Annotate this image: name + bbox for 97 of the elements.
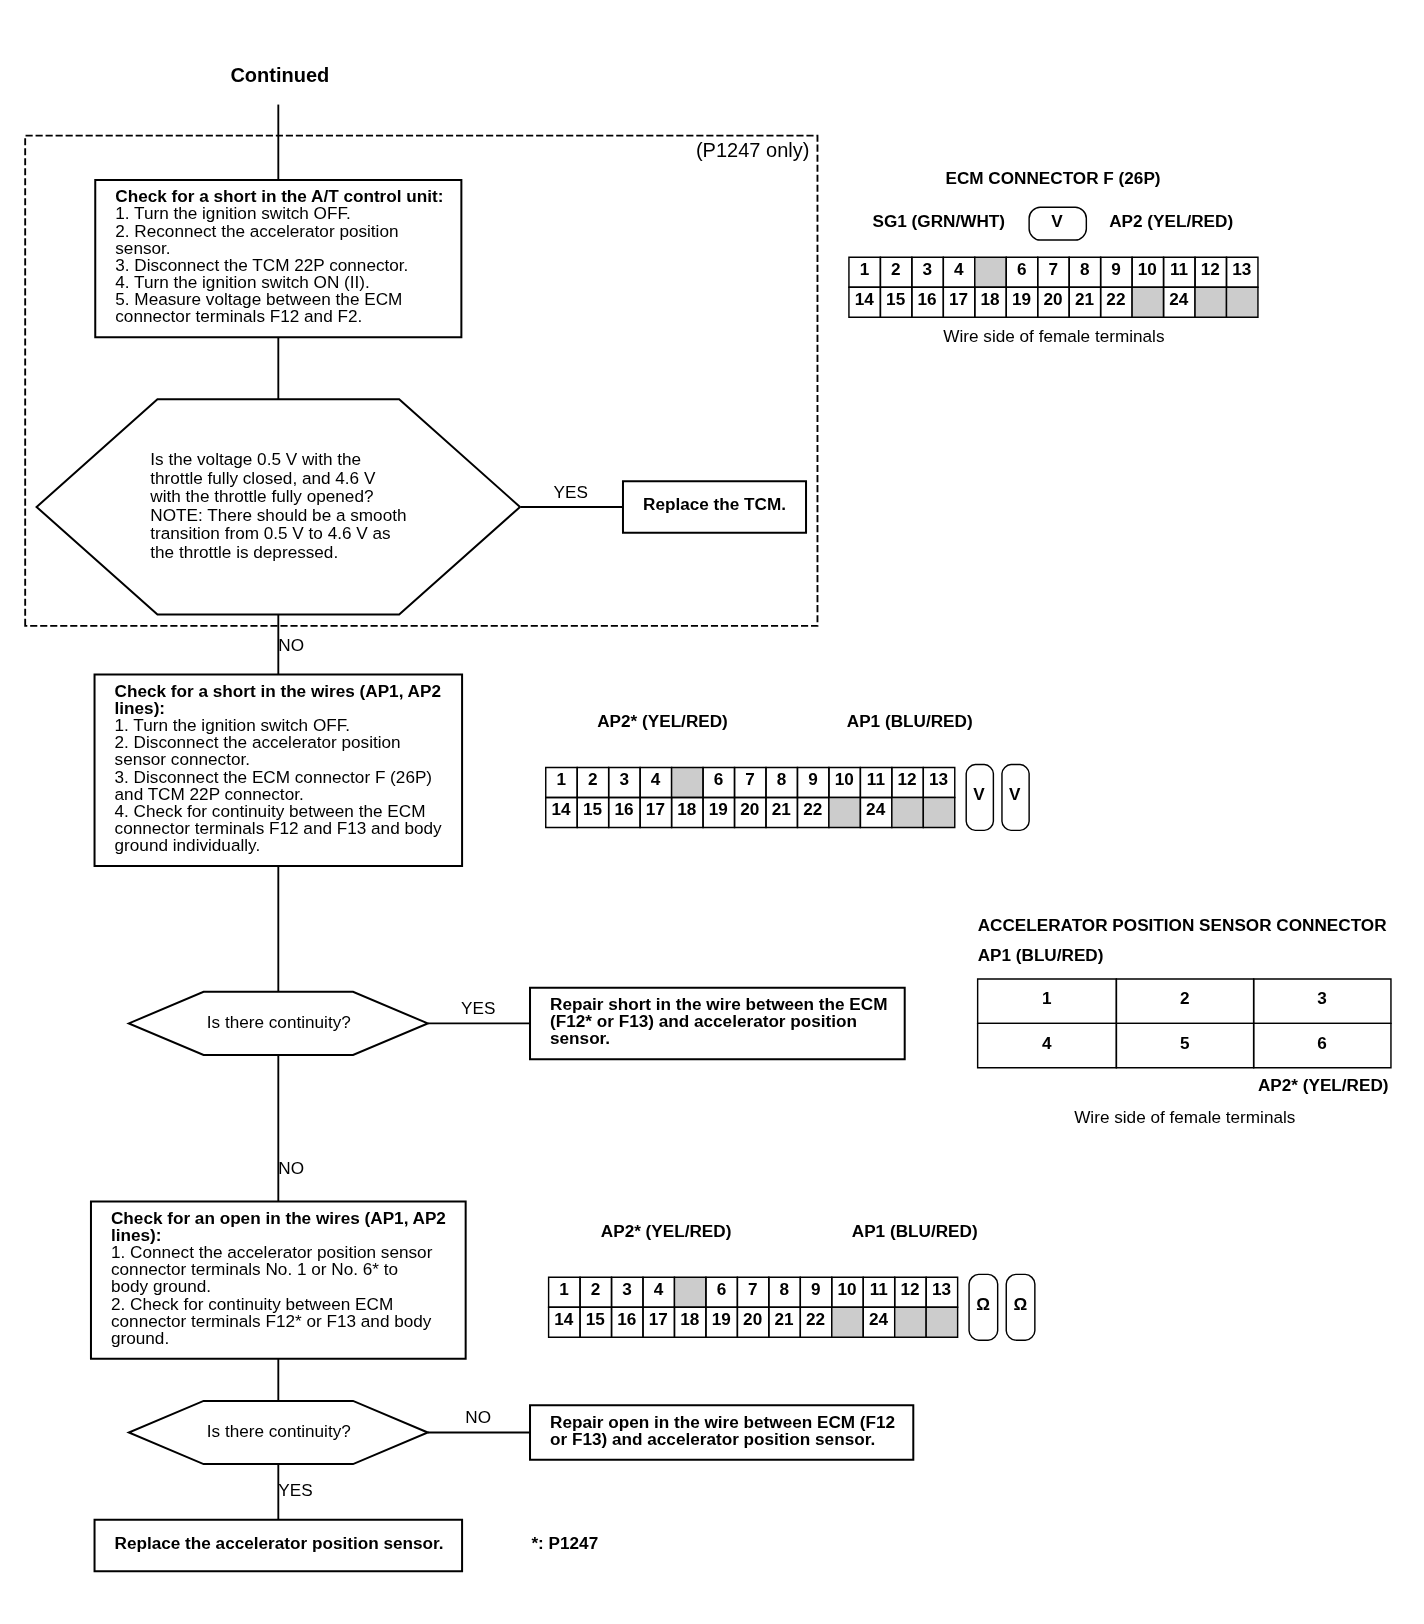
label: 6 (1317, 1032, 1327, 1053)
label: AP2* (YEL/RED) (600, 1220, 732, 1241)
label: V (1009, 784, 1021, 805)
label: Wire side of female terminals (943, 326, 1165, 347)
label: 22 (1106, 289, 1126, 310)
label: 4 (1042, 1032, 1052, 1053)
node-text: Continued (230, 64, 330, 87)
label: 16 (614, 799, 634, 820)
label: 22 (803, 799, 823, 820)
edge-label: YES (461, 998, 496, 1019)
label: 14 (551, 799, 571, 820)
label: 20 (743, 1309, 763, 1330)
label: 2 (891, 259, 901, 280)
edge-label: YES (553, 481, 588, 502)
edge-label: NO (278, 635, 305, 655)
label: 7 (745, 769, 755, 790)
label: 17 (949, 289, 969, 310)
label: 10 (837, 1279, 857, 1300)
label: 21 (774, 1309, 794, 1330)
label: 6 (713, 769, 724, 790)
label: 3 (622, 1279, 632, 1300)
label: 22 (806, 1309, 826, 1330)
label: 14 (854, 289, 874, 310)
label: 20 (1043, 289, 1063, 310)
label: 7 (748, 1279, 758, 1300)
label: 20 (740, 799, 760, 820)
label: 11 (866, 769, 885, 790)
label: 3 (619, 769, 629, 790)
label: SG1 (GRN/WHT) (872, 210, 1006, 231)
label: AP2 (YEL/RED) (1109, 210, 1234, 231)
label: 1 (559, 1279, 569, 1300)
label: 18 (680, 1309, 700, 1330)
label: *: P1247 (531, 1533, 599, 1554)
label: 4 (650, 769, 661, 790)
label: 19 (1011, 289, 1032, 310)
label: 19 (708, 799, 728, 820)
label: 10 (834, 769, 854, 790)
label: 1 (859, 259, 870, 280)
label: 12 (897, 769, 917, 790)
label: AP1 (BLU/RED) (846, 710, 973, 731)
label: 19 (711, 1309, 731, 1330)
label: V (1051, 210, 1063, 231)
label: 6 (716, 1279, 727, 1300)
label: 17 (648, 1309, 668, 1330)
label: 24 (1169, 289, 1189, 310)
label: 3 (922, 259, 933, 280)
label: 24 (868, 1309, 889, 1330)
label: 1 (1042, 988, 1052, 1009)
label: 17 (645, 799, 665, 820)
label: 16 (917, 289, 937, 310)
label: ACCELERATOR POSITION SENSOR CONNECTOR (977, 915, 1387, 936)
label: 13 (1232, 259, 1252, 280)
label: 10 (1137, 259, 1157, 280)
label: 18 (980, 289, 1000, 310)
label: 1 (556, 769, 567, 790)
label: 6 (1016, 259, 1027, 280)
label: 8 (776, 769, 787, 790)
label: 3 (1317, 988, 1327, 1009)
label: 7 (1048, 259, 1058, 280)
label: ECM CONNECTOR F (26P) (945, 167, 1161, 188)
label: Wire side of female terminals (1074, 1106, 1296, 1127)
label: 2 (1180, 988, 1190, 1009)
label: AP1 (BLU/RED) (977, 945, 1104, 966)
label: 12 (900, 1279, 920, 1300)
label: 21 (1074, 289, 1094, 310)
label: 9 (811, 1279, 821, 1300)
label: V (973, 784, 985, 805)
label: 9 (1111, 259, 1121, 280)
label: 2 (590, 1279, 601, 1300)
label: 11 (869, 1279, 888, 1300)
label: AP1 (BLU/RED) (851, 1220, 978, 1241)
edge-label: NO (278, 1158, 305, 1179)
label: 18 (677, 799, 697, 820)
label: 12 (1200, 259, 1220, 280)
label: AP2* (YEL/RED) (1257, 1075, 1389, 1096)
label: 11 (1170, 259, 1189, 280)
label: 15 (582, 799, 603, 820)
label: 4 (653, 1279, 664, 1300)
label: AP2* (YEL/RED) (597, 710, 728, 731)
label: 21 (771, 799, 791, 820)
label: 16 (617, 1309, 637, 1330)
label: 8 (779, 1279, 790, 1300)
label: 8 (1079, 259, 1090, 280)
edge-label: YES (278, 1480, 313, 1501)
label: 15 (585, 1309, 605, 1330)
label: 4 (954, 259, 964, 280)
label: 5 (1180, 1032, 1190, 1053)
edge-label: NO (465, 1407, 492, 1428)
label: 13 (931, 1279, 951, 1300)
label: 24 (866, 799, 886, 820)
label: 9 (808, 769, 818, 790)
label: 15 (886, 289, 906, 310)
label: Ω (976, 1294, 990, 1315)
label: 13 (929, 769, 949, 790)
label: 14 (554, 1309, 574, 1330)
label: Ω (1013, 1294, 1028, 1315)
label: 2 (587, 769, 598, 790)
